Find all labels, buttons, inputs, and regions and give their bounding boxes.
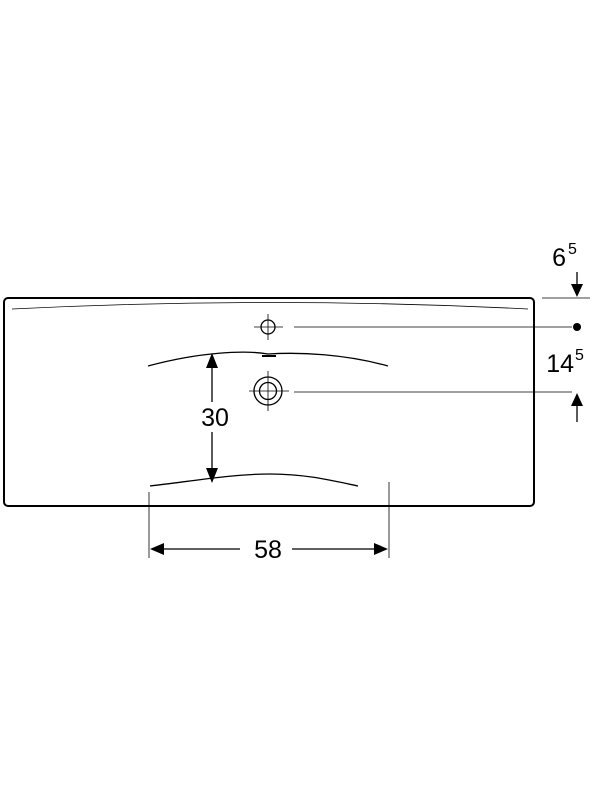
bowl-front-edge — [149, 473, 359, 487]
drain-hole — [249, 371, 289, 411]
hole-spacing-arrowhead — [571, 393, 583, 406]
depth-arrow-bottom — [206, 468, 218, 483]
rear-rim-line — [11, 302, 529, 310]
tap-hole — [254, 314, 283, 340]
depth-label: 30 — [201, 404, 229, 432]
bowl-rear-edge — [147, 351, 389, 367]
tap-hole-leader-dot — [573, 323, 581, 331]
washbasin-outline — [3, 297, 535, 507]
hole-spacing-sup: 5 — [575, 347, 584, 364]
top-offset-label: 6 — [552, 244, 566, 272]
width-arrow-right — [374, 543, 388, 555]
depth-arrow-top — [206, 353, 218, 368]
width-label: 58 — [254, 536, 282, 564]
top-offset-sup: 5 — [568, 241, 577, 258]
width-arrow-left — [150, 543, 164, 555]
top-offset-arrowhead — [571, 284, 583, 297]
hole-spacing-label: 14 — [546, 350, 574, 378]
